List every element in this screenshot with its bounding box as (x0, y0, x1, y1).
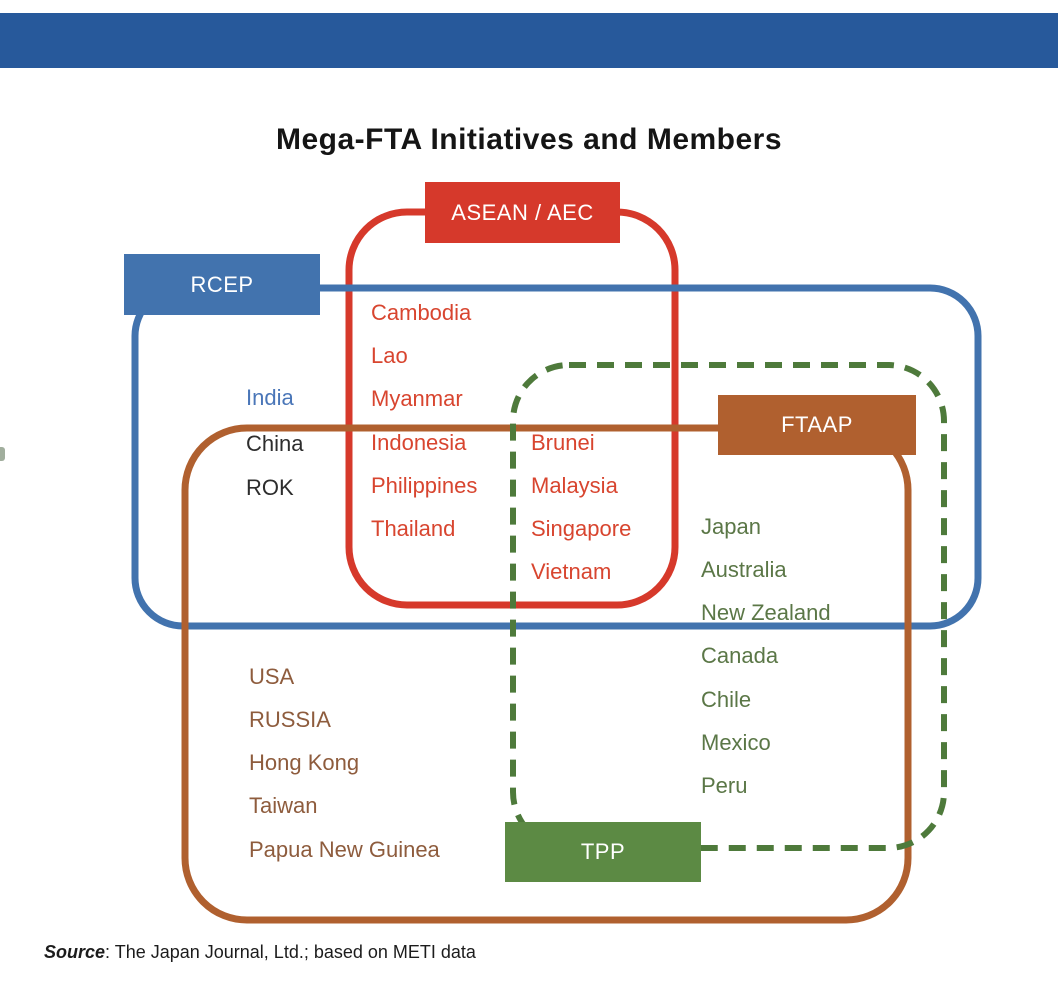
member-canada: Canada (701, 643, 779, 668)
member-philippines: Philippines (371, 473, 478, 498)
member-hong-kong: Hong Kong (249, 750, 360, 775)
ftaap-label: FTAAP (781, 412, 853, 437)
ftaap-label-box: FTAAP (718, 395, 916, 455)
asean-label-box: ASEAN / AEC (425, 182, 620, 243)
member-malaysia: Malaysia (531, 473, 618, 498)
member-usa: USA (249, 664, 295, 689)
member-vietnam: Vietnam (531, 559, 612, 584)
tpp-label: TPP (580, 839, 626, 864)
member-taiwan: Taiwan (249, 793, 318, 818)
edge-artifact (0, 447, 5, 461)
member-peru: Peru (701, 773, 748, 798)
rcep-outline (131, 284, 982, 630)
member-chile: Chile (701, 687, 752, 712)
ftaap-outline (181, 424, 912, 924)
source-label: Source (44, 942, 106, 962)
member-china: China (246, 431, 304, 456)
member-rok: ROK (246, 475, 294, 500)
member-mexico: Mexico (701, 730, 771, 755)
member-cambodia: Cambodia (371, 300, 472, 325)
diagram-title: Mega-FTA Initiatives and Members (275, 123, 783, 156)
member-japan: Japan (701, 514, 761, 539)
asean-label: ASEAN / AEC (451, 199, 594, 225)
member-papua-new-guinea: Papua New Guinea (249, 837, 440, 862)
member-new-zealand: New Zealand (701, 600, 831, 625)
source-note: Source: The Japan Journal, Ltd.; based o… (44, 942, 476, 963)
member-australia: Australia (701, 557, 787, 582)
member-india: India (246, 385, 294, 410)
tpp-outline (510, 362, 947, 851)
member-lao: Lao (371, 343, 408, 368)
tpp-label-box: TPP (505, 822, 701, 882)
top-banner (0, 13, 1058, 68)
member-brunei: Brunei (531, 430, 595, 455)
member-singapore: Singapore (531, 516, 632, 541)
rcep-label-box: RCEP (124, 254, 320, 315)
source-text: : The Japan Journal, Ltd.; based on METI… (105, 942, 476, 962)
member-russia: RUSSIA (249, 707, 331, 732)
rcep-label: RCEP (190, 271, 254, 297)
member-indonesia: Indonesia (371, 430, 467, 455)
member-myanmar: Myanmar (371, 386, 463, 411)
member-thailand: Thailand (371, 516, 456, 541)
